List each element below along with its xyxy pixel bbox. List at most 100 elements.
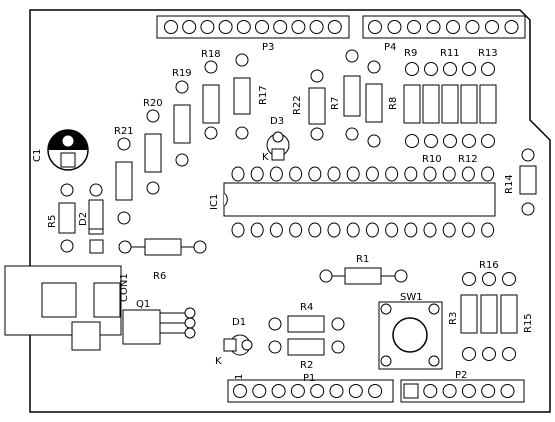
header-pad [348,384,363,398]
label-d1: D1 [232,317,246,328]
ic-pin-bottom [461,222,475,238]
ic-pin-top [481,166,495,182]
resistor-r5: R5 [47,183,76,253]
label-p1: P1 [303,373,315,384]
ic-pin-top [385,166,399,182]
header-pad [164,20,178,34]
resistor-r17: R17 [233,53,269,140]
label-r3: R3 [448,312,459,325]
board-outline [29,9,551,413]
array-resistor-body [479,84,497,124]
resistor-r8: R8 [365,60,399,148]
transistor-q1: Q1 [122,299,196,345]
ic-pin-top [442,166,456,182]
resistor-r4-r2: R4 R2 [268,302,345,371]
header-pad [426,20,441,34]
resistor-r7: R7 [330,49,361,141]
array-pad-bottom [482,347,496,361]
label-r12: R12 [458,154,478,165]
ic-pin-top [308,166,322,182]
header-pad [310,384,325,398]
header-p1: P1 1 [227,373,394,403]
array-pad-bottom [462,134,476,148]
ic-pin-bottom [327,222,341,238]
array-resistor-body [500,294,518,334]
array-resistor-body [441,84,459,124]
ic-pin-bottom [385,222,399,238]
array-pad-top [405,62,419,76]
resistor-array-bottom: R16 R3 R15 [448,260,534,361]
header-pad [423,384,438,398]
ic-pin-top [289,166,303,182]
array-pad-top [481,62,495,76]
array-resistor-body [403,84,421,124]
header-pad [368,20,382,34]
header-pad [252,384,267,398]
label-ic1: IC1 [209,194,220,210]
label-c1: C1 [32,149,43,162]
diode-d2: D2 [78,183,104,254]
ic-pin-bottom [231,222,245,238]
header-pad [236,20,251,34]
array-resistor-body [480,294,498,334]
header-pad [273,20,288,34]
array-pad-top [424,62,438,76]
label-sw1: SW1 [400,292,423,303]
array-pad-bottom [405,134,419,148]
header-pad [407,20,421,34]
ic-pin-bottom [404,222,418,238]
header-pad [481,384,496,398]
array-pad-bottom [424,134,438,148]
header-pad [442,384,457,398]
header-pad [271,384,286,398]
label-p4: P4 [384,42,396,53]
ic-pin-top [404,166,418,182]
label-r9: R9 [404,48,417,59]
header-pad [446,20,460,34]
ic-pin-bottom [346,222,360,238]
label-r5: R5 [47,215,58,228]
header-pad [255,20,269,34]
header-p4: P4 [362,15,526,53]
ic-pin-bottom [250,222,264,238]
label-p3: P3 [262,42,274,53]
array-pad-top [502,272,516,286]
array-pad-top [462,272,476,286]
ic-ic1: IC1 [209,166,496,238]
header-pad [327,20,342,34]
label-r16: R16 [479,260,499,271]
led-d1: D1 K [215,317,253,367]
header-pad [309,20,324,34]
ic-pin-bottom [423,222,437,238]
ic-pin-top [346,166,360,182]
label-r22: R22 [292,95,303,115]
label-pin1: 1 [234,374,245,380]
array-resistor-body [460,84,478,124]
resistor-r6: R6 [118,238,207,282]
header-pad [465,20,480,34]
label-r20: R20 [143,98,163,109]
array-pad-top [482,272,496,286]
ic-pin-top [423,166,437,182]
label-d3: D3 [270,116,284,127]
label-p2: P2 [455,370,467,381]
array-resistor-body [460,294,478,334]
label-k1: K [215,356,222,367]
header-pad [504,20,519,34]
label-r21: R21 [114,126,134,137]
label-k3: K [262,152,269,163]
header-pad [387,20,402,34]
ic-pin-bottom [269,222,283,238]
header-pad [368,384,383,398]
label-r14: R14 [504,174,515,194]
array-pad-top [462,62,476,76]
ic-pin-top [231,166,245,182]
header-pad [182,20,197,34]
ic-pin-bottom [442,222,456,238]
resistor-r18: R18 [201,49,221,140]
capacitor-c1: C1 [32,129,89,171]
array-pad-top [443,62,457,76]
resistor-array-top: R9 R11 R13 R10 R12 [403,48,498,165]
label-r11: R11 [440,48,460,59]
